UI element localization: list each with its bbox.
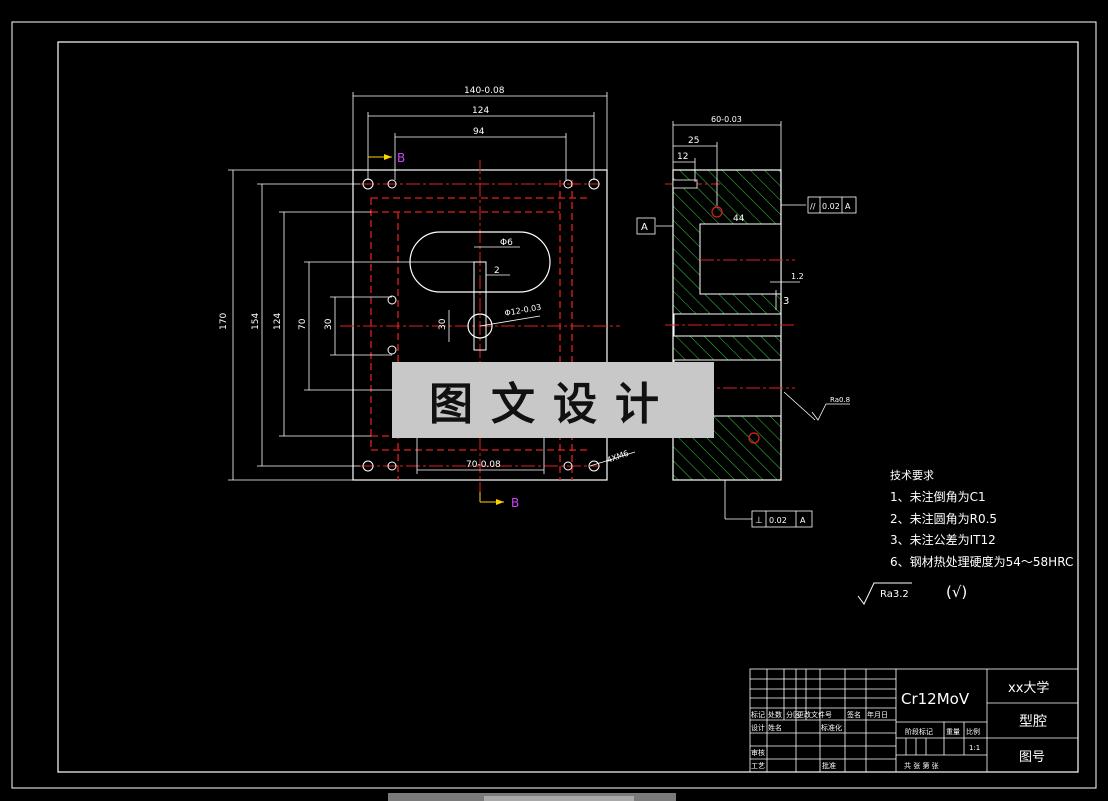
notes-title: 技术要求: [890, 469, 934, 482]
section-arrow-bottom: [496, 499, 504, 505]
title-block-text: Cr12MoV xx大学 型腔 图号 标记 处数 分区 更改文件号 签名 年月日…: [751, 680, 1049, 770]
gdt-top-symbol: //: [810, 202, 816, 211]
dim-60: 60-0.03: [711, 115, 742, 124]
roughness-side-symbol: [811, 403, 850, 421]
side-thread: [672, 179, 698, 189]
scale-value: 1:1: [969, 744, 980, 752]
sheet-labels: 共 张 第 张: [904, 761, 939, 770]
dim-30-left: 30: [324, 318, 334, 330]
dim-70-left: 70: [298, 318, 308, 330]
center-lines: [340, 160, 620, 500]
hdr-zone: 分区: [786, 710, 800, 719]
drawing-frame: [57, 41, 1079, 773]
part-name: 型腔: [1019, 714, 1047, 730]
note-3: 3、未注公差为IT12: [890, 532, 996, 547]
section-label-top: B: [397, 151, 405, 165]
stage-mark: 阶段标记: [905, 727, 933, 736]
dim-3: 3: [783, 296, 789, 307]
pin-channel: [473, 261, 487, 351]
center-hole: [467, 313, 493, 339]
gdt-frames: [636, 196, 857, 528]
dim-44: 44: [733, 214, 745, 224]
dim-phi6: Φ6: [500, 238, 513, 248]
hdr-count: 处数: [768, 710, 782, 719]
dim-30-center: 30: [438, 318, 448, 330]
dim-4xm6: 4XM6: [606, 449, 630, 465]
side-dimensions: [656, 121, 816, 520]
gdt-bottom-tol: 0.02: [769, 516, 787, 525]
watermark-banner: 图文设计: [392, 362, 714, 438]
row-approve: 批准: [822, 761, 836, 770]
side-hole-bottom: [748, 432, 760, 444]
gdt-top-tol: 0.02: [822, 202, 840, 211]
note-1: 1、未注倒角为C1: [890, 489, 986, 504]
dim-124-top: 124: [472, 106, 489, 116]
row-standard: 标准化: [821, 723, 842, 732]
hdr-mark: 标记: [751, 710, 765, 719]
hdr-change-doc: 更改文件号: [797, 710, 832, 719]
drawing-no-label: 图号: [1019, 750, 1045, 765]
scrollbar-thumb[interactable]: [484, 796, 634, 801]
dim-124-left: 124: [273, 313, 283, 330]
row-name: 姓名: [768, 723, 782, 732]
technical-notes: 技术要求 1、未注倒角为C1 2、未注圆角为R0.5 3、未注公差为IT12 6…: [857, 469, 1073, 605]
scale-label: 比例: [966, 727, 980, 736]
dim-70-bottom: 70-0.08: [466, 460, 501, 470]
dim-170: 170: [219, 313, 229, 330]
dim-phi12: Φ12-0.03: [504, 303, 542, 318]
side-cavity: [699, 223, 782, 295]
title-block: [749, 668, 1079, 773]
front-dimensions: [228, 92, 636, 481]
datum-a: A: [641, 222, 648, 233]
material: Cr12MoV: [901, 690, 970, 708]
roughness-other: (√): [946, 583, 967, 601]
weight: 重量: [946, 728, 960, 736]
side-hole-top: [711, 206, 723, 218]
roughness-general-text: Ra3.2: [880, 589, 909, 600]
note-2: 2、未注圆角为R0.5: [890, 511, 997, 526]
row-process: 工艺: [751, 762, 765, 770]
hdr-sign: 签名: [847, 710, 861, 719]
dim-2: 2: [494, 266, 500, 276]
side-view: 60-0.03 25 12 44 1.2 3 A // 0.02 A ⊥ 0.0…: [636, 115, 857, 528]
hdr-date: 年月日: [867, 710, 888, 719]
note-4: 6、钢材热处理硬度为54～58HRC: [890, 554, 1073, 569]
section-arrow-top: [384, 154, 392, 160]
school-name: xx大学: [1008, 680, 1049, 696]
roughness-general-symbol: [857, 582, 912, 605]
row-design: 设计: [751, 723, 765, 732]
gdt-bottom-symbol: ⊥: [755, 516, 763, 526]
dim-1-2: 1.2: [791, 272, 804, 281]
dim-25: 25: [688, 136, 699, 146]
dim-94: 94: [473, 127, 485, 137]
roughness-side-text: Ra0.8: [830, 396, 850, 404]
gdt-top-datum: A: [845, 202, 851, 211]
dim-154: 154: [251, 313, 261, 330]
row-review: 审核: [751, 748, 765, 757]
oblong-slot: [409, 231, 551, 293]
dim-12: 12: [677, 152, 688, 162]
front-view: B B 140-0.08 124 94 170 154 124 70 30 30…: [219, 86, 636, 510]
gdt-bottom-datum: A: [800, 516, 806, 525]
watermark-text: 图文设计: [429, 379, 677, 430]
dim-overall-width: 140-0.08: [464, 86, 505, 96]
outer-border: [11, 21, 1097, 789]
section-label-bottom: B: [511, 496, 519, 510]
